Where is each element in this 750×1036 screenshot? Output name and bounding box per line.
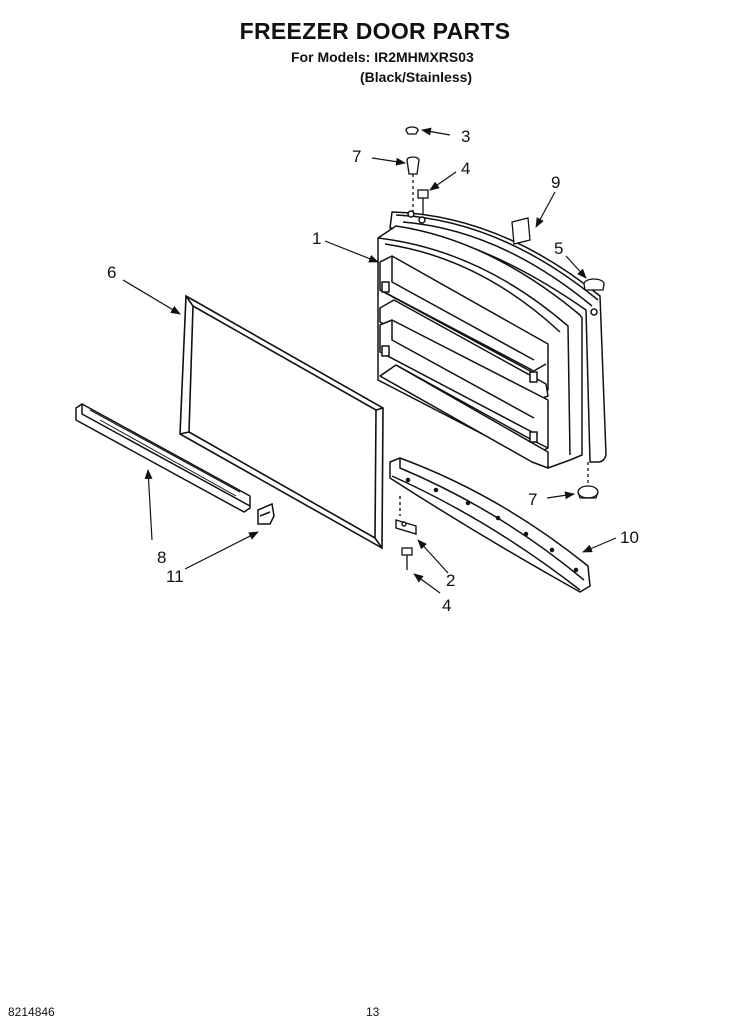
callout-7-bottom: 7: [528, 490, 537, 509]
freezer-door: [377, 210, 607, 469]
callout-5: 5: [554, 239, 563, 258]
callout-2: 2: [446, 571, 455, 590]
bushing-bottom: [577, 462, 599, 499]
page-number: 13: [366, 1005, 380, 1019]
callout-9: 9: [551, 173, 560, 192]
hinge-bracket: [395, 496, 417, 535]
hole-plug: [405, 126, 419, 135]
callout-3: 3: [461, 127, 470, 146]
screw-top: [417, 189, 429, 214]
bushing-top: [406, 156, 420, 212]
variant-line: (Black/Stainless): [360, 69, 473, 85]
page-title: FREEZER DOOR PARTS: [239, 18, 511, 44]
callout-6: 6: [107, 263, 116, 282]
handle-trim: [75, 403, 251, 513]
door-gasket: [179, 294, 384, 550]
callout-4-top: 4: [461, 159, 470, 178]
callout-11: 11: [166, 567, 184, 586]
document-number: 8214846: [8, 1005, 55, 1019]
callout-1: 1: [312, 229, 321, 248]
leader-lines: [122, 127, 617, 594]
callout-10: 10: [620, 528, 639, 547]
hinge-cap: [583, 278, 605, 291]
end-cap: [257, 502, 275, 525]
bottom-handle: [389, 457, 591, 593]
callout-8: 8: [157, 548, 166, 567]
models-line: For Models: IR2MHMXRS03: [291, 49, 474, 65]
callout-4-bottom: 4: [442, 596, 451, 615]
callout-7-top: 7: [352, 147, 361, 166]
door-label: [511, 217, 531, 245]
screw-bottom: [401, 547, 413, 570]
